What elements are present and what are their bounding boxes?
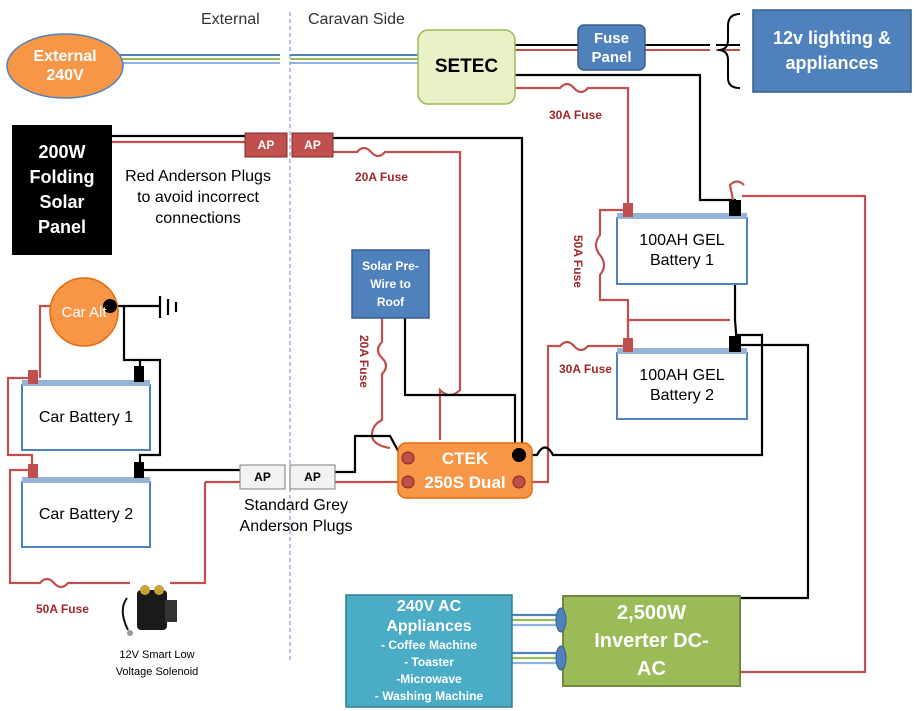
fuse-label: 30A Fuse — [559, 362, 612, 376]
inverter-label: 2,500W Inverter DC-AC — [594, 602, 709, 680]
ctek-label: CTEK 250S Dual — [424, 448, 506, 492]
terminal — [134, 366, 144, 382]
gel-battery-2-node — [616, 352, 748, 420]
grey-ap-to-ctek-wires — [335, 434, 403, 484]
ap-label: AP — [304, 138, 321, 152]
region-label-external: External — [201, 11, 260, 28]
red-anderson-plug-2 — [291, 132, 334, 158]
setec-node — [417, 29, 516, 105]
fuse-label: 20A Fuse — [357, 335, 371, 388]
lighting-label: 12v lighting & appliances — [772, 28, 891, 73]
inverter-node — [562, 595, 741, 687]
ac-appliances-title: 240V AC Appliances — [386, 598, 472, 635]
grey-anderson-plug-2 — [289, 464, 336, 490]
car-battery-1-label: Car Battery 1 — [38, 408, 134, 426]
fuse-label: 50A Fuse — [36, 602, 89, 616]
solar-prewire-label: Solar Pre-Wire to Roof — [362, 259, 419, 309]
alt-terminal — [103, 299, 117, 313]
ac-socket — [555, 645, 567, 671]
terminal — [28, 370, 38, 384]
ac-appliances-node — [345, 594, 513, 708]
dc-output-wires — [515, 44, 740, 51]
solenoid-label: 12V Smart Low Voltage Solenoid — [115, 649, 199, 678]
fuse-label: 20A Fuse — [355, 170, 408, 184]
car-battery-2-top — [22, 477, 150, 483]
terminal — [134, 462, 144, 478]
ac-appliance-item: - Washing Machine — [374, 689, 484, 703]
car-battery-1-top — [22, 380, 150, 386]
lighting-node — [752, 9, 912, 93]
gel-battery-2-top — [617, 348, 747, 354]
gel-battery-1-node — [616, 217, 748, 285]
ctek-terminal — [401, 451, 415, 465]
car-alt-label: Car Alt — [61, 303, 107, 321]
car-alt-node — [49, 277, 119, 347]
gel-battery-1-label: 100AH GEL Battery 1 — [639, 232, 725, 269]
ctek-terminal — [401, 475, 415, 489]
terminal — [729, 336, 741, 352]
grey-plug-note: Standard Grey Anderson Plugs — [239, 497, 353, 535]
car-battery-2-node — [21, 481, 151, 548]
car-battery-1-node — [21, 384, 151, 451]
ap-label: AP — [257, 138, 275, 152]
ctek-node — [397, 442, 533, 499]
terminal — [623, 203, 633, 217]
fuse-label: 50A Fuse — [571, 235, 585, 288]
setec-to-gel-wires — [515, 73, 737, 210]
fuse-panel-node — [577, 24, 646, 71]
setec-label: SETEC — [434, 56, 499, 77]
terminal — [729, 200, 741, 216]
solar-panel-node — [12, 125, 112, 255]
external-240v-node — [6, 33, 124, 99]
solenoid-icon — [121, 585, 177, 636]
solar-panel-label: 200W Folding Solar Panel — [29, 142, 95, 237]
ctek-terminal — [512, 475, 526, 489]
red-anderson-plug-1 — [244, 132, 288, 158]
ap-label: AP — [254, 470, 271, 484]
solar-prewire-node — [351, 249, 430, 319]
ac-appliance-item: -Microwave — [396, 672, 462, 686]
prewire-wires — [370, 318, 517, 450]
ac-socket — [555, 607, 567, 633]
ac-appliance-wires — [512, 613, 560, 665]
fuse-panel-label: Fuse Panel — [591, 29, 632, 66]
red-plug-note: Red Anderson Plugs to avoid incorrect co… — [125, 168, 271, 227]
gel-battery-2-label: 100AH GEL Battery 2 — [639, 367, 725, 404]
fuse-label: 30A Fuse — [549, 108, 602, 122]
ac-appliance-item: - Coffee Machine — [380, 638, 477, 652]
external-240v-label: External 240V — [33, 48, 97, 84]
grey-anderson-plug-1 — [239, 464, 286, 490]
car-battery-2-label: Car Battery 2 — [38, 505, 134, 523]
lighting-brace — [717, 13, 741, 89]
ap-label: AP — [304, 470, 321, 484]
terminal — [623, 338, 633, 352]
ctek-terminal — [512, 448, 526, 462]
gel-battery-1-top — [617, 213, 747, 219]
region-label-caravan: Caravan Side — [308, 11, 405, 28]
car-side-wires — [6, 296, 240, 589]
terminal — [28, 464, 38, 478]
ac-appliances-box: 240V AC Appliances - Coffee Machine - To… — [346, 595, 512, 707]
ac-appliance-item: - Toaster — [404, 655, 454, 669]
ac-cable-external — [120, 54, 420, 64]
